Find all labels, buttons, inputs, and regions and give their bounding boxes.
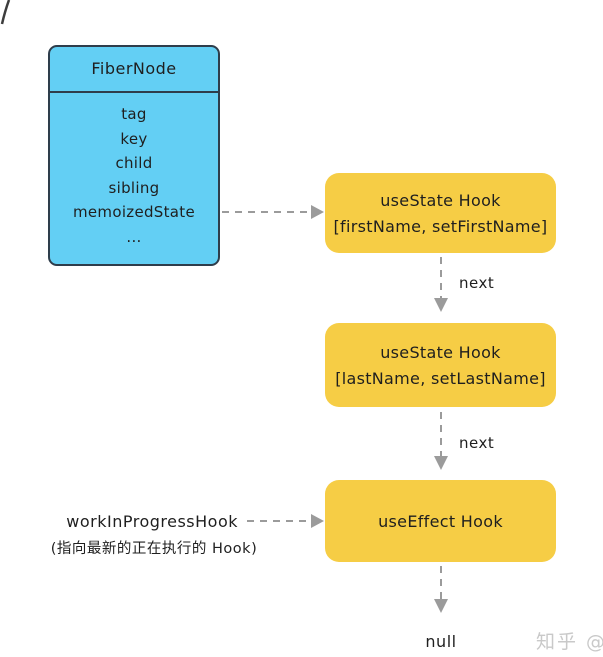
hook-node-useeffect: useEffect Hook — [325, 480, 556, 562]
fiber-field-tag: tag — [121, 105, 147, 123]
work-in-progress-hook-label: workInProgressHook — [66, 512, 238, 531]
hook-title: useState Hook — [380, 342, 501, 362]
fiber-field-memoized-state: memoizedState — [72, 203, 196, 221]
fiber-field-sibling: sibling — [108, 178, 160, 197]
cropped-stroke-mark — [0, 0, 11, 25]
hook-title: useState Hook — [380, 190, 501, 210]
work-in-progress-arrow — [247, 514, 324, 528]
null-label: null — [425, 632, 457, 651]
zhihu-watermark: 知乎 @ — [536, 631, 603, 653]
next-arrow-1 — [434, 257, 448, 312]
fiber-node-box: FiberNode tag key child sibling memoized… — [48, 45, 220, 266]
next-label-2: next — [459, 434, 495, 452]
hook-subtitle: [firstName, setFirstName] — [333, 216, 548, 236]
hook-node-usestate-1: useState Hook [firstName, setFirstName] — [325, 173, 556, 253]
fiber-field-key: key — [120, 129, 148, 148]
hook-title: useEffect Hook — [378, 511, 503, 531]
work-in-progress-hook-note: (指向最新的正在执行的 Hook) — [50, 541, 258, 557]
fiber-node-field-list: tag key child sibling memoizedState ... — [50, 93, 218, 249]
hook-subtitle: [lastName, setLastName] — [335, 368, 546, 388]
next-label-1: next — [459, 274, 495, 292]
next-arrow-2 — [434, 412, 448, 470]
fiber-node-title: FiberNode — [50, 47, 218, 93]
fiber-field-child: child — [115, 154, 153, 172]
fiber-field-ellipsis: ... — [126, 227, 142, 246]
null-arrow — [434, 566, 448, 613]
hook-node-usestate-2: useState Hook [lastName, setLastName] — [325, 323, 556, 407]
